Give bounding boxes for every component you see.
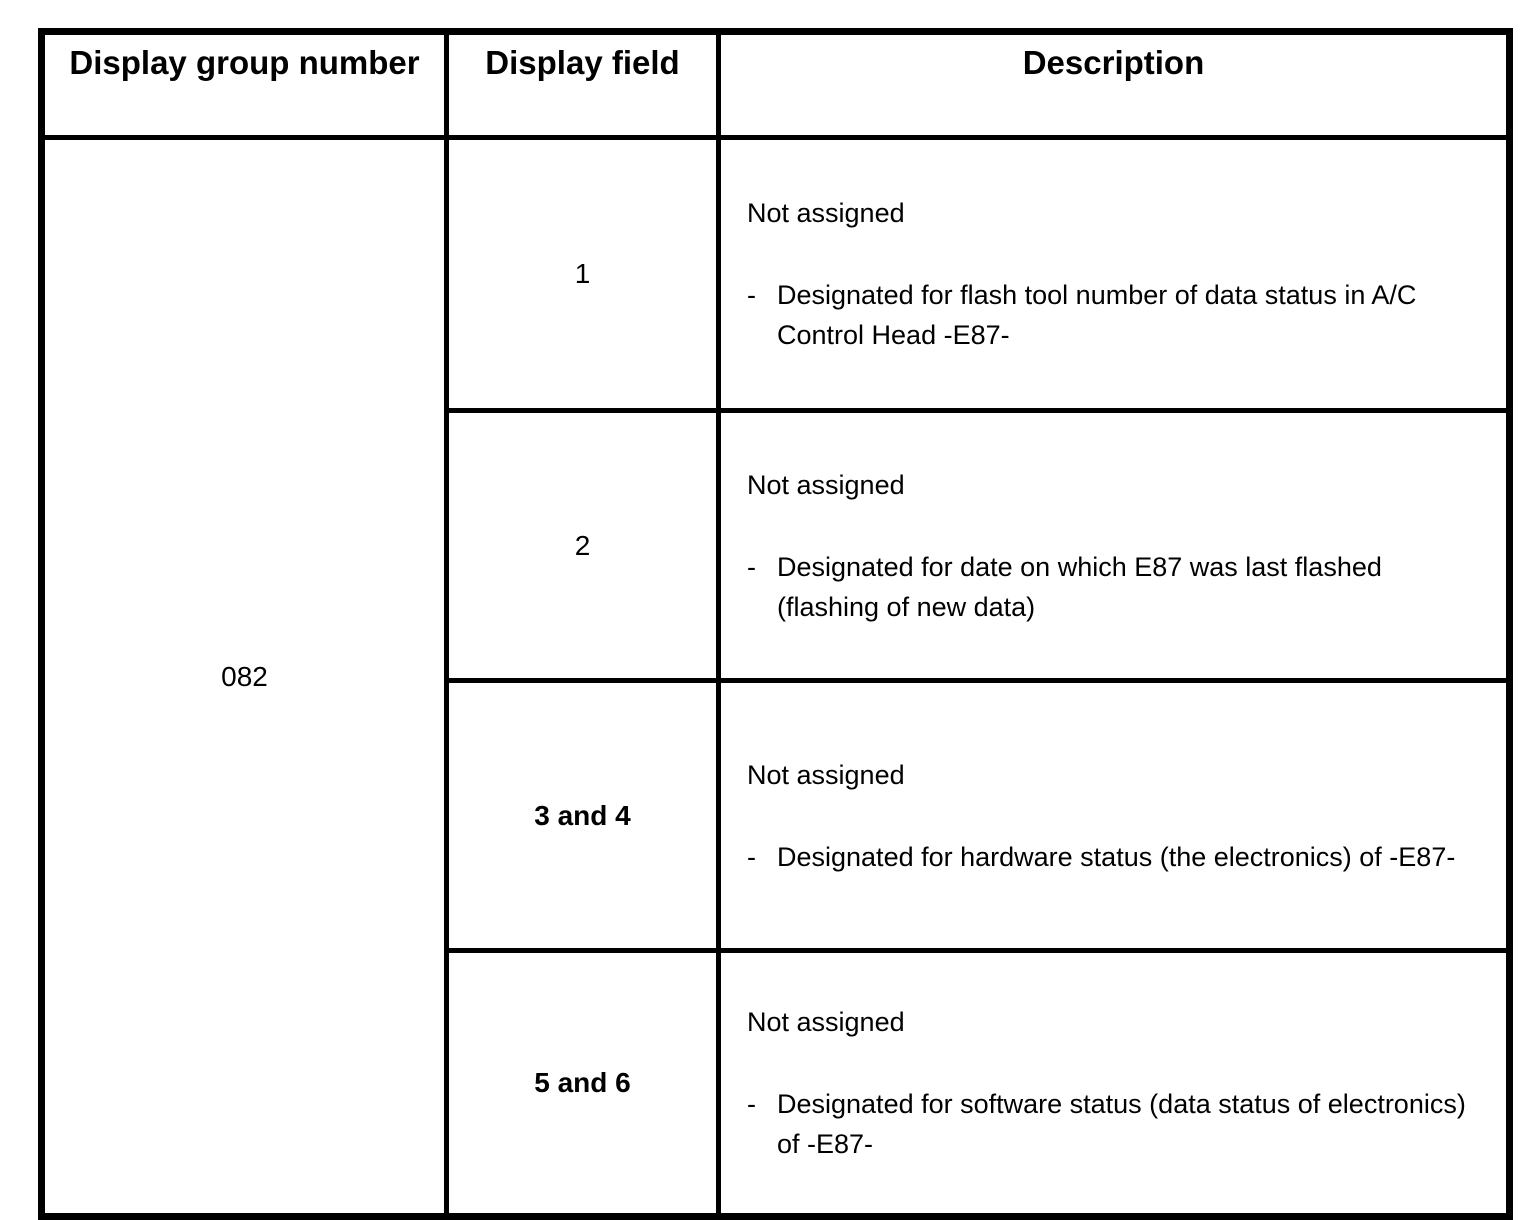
bullet-item: - Designated for date on which E87 was l… [747, 547, 1482, 627]
description-cell: Not assigned - Designated for software s… [716, 948, 1512, 1219]
bullet-dash: - [747, 841, 756, 872]
table-row: 5 and 6 Not assigned - Designated for so… [42, 948, 1512, 1219]
bullet-dash: - [747, 1089, 756, 1119]
bullet-text: Designated for flash tool number of data… [777, 280, 1417, 350]
bullet-item: - Designated for hardware status (the el… [747, 837, 1482, 877]
display-field-value: 5 and 6 [444, 948, 721, 1219]
table-header-row: Display group number Display field Descr… [39, 29, 1512, 140]
header-display-field: Display field [444, 29, 721, 140]
description-cell: Not assigned - Designated for flash tool… [716, 135, 1512, 413]
display-group-table: Display group number Display field Descr… [38, 28, 1513, 1220]
description-cell: Not assigned - Designated for date on wh… [716, 408, 1512, 683]
bullet-item: - Designated for software status (data s… [747, 1084, 1482, 1164]
document-page: Display group number Display field Descr… [38, 28, 1513, 1220]
bullet-item: - Designated for flash tool number of da… [747, 275, 1482, 355]
bullet-dash: - [747, 551, 756, 582]
header-display-group-number: Display group number [39, 29, 449, 140]
status-text: Not assigned [747, 1007, 905, 1037]
header-description: Description [716, 29, 1512, 140]
description-cell: Not assigned - Designated for hardware s… [716, 678, 1512, 953]
bullet-text: Designated for hardware status (the elec… [777, 841, 1456, 872]
table-row: 3 and 4 Not assigned - Designated for ha… [42, 678, 1512, 953]
display-field-value: 2 [444, 408, 721, 683]
table-row: 2 Not assigned - Designated for date on … [42, 408, 1512, 683]
bullet-dash: - [747, 280, 756, 310]
display-group-number-value: 082 [39, 135, 449, 1219]
status-text: Not assigned [747, 198, 905, 228]
status-text: Not assigned [747, 469, 905, 500]
status-text: Not assigned [747, 759, 905, 790]
display-field-value: 1 [444, 135, 721, 413]
bullet-text: Designated for date on which E87 was las… [777, 551, 1382, 622]
table-row: 082 1 Not assigned - Designated for flas… [39, 135, 1512, 1219]
bullet-text: Designated for software status (data sta… [777, 1089, 1466, 1159]
display-field-value: 3 and 4 [444, 678, 721, 953]
